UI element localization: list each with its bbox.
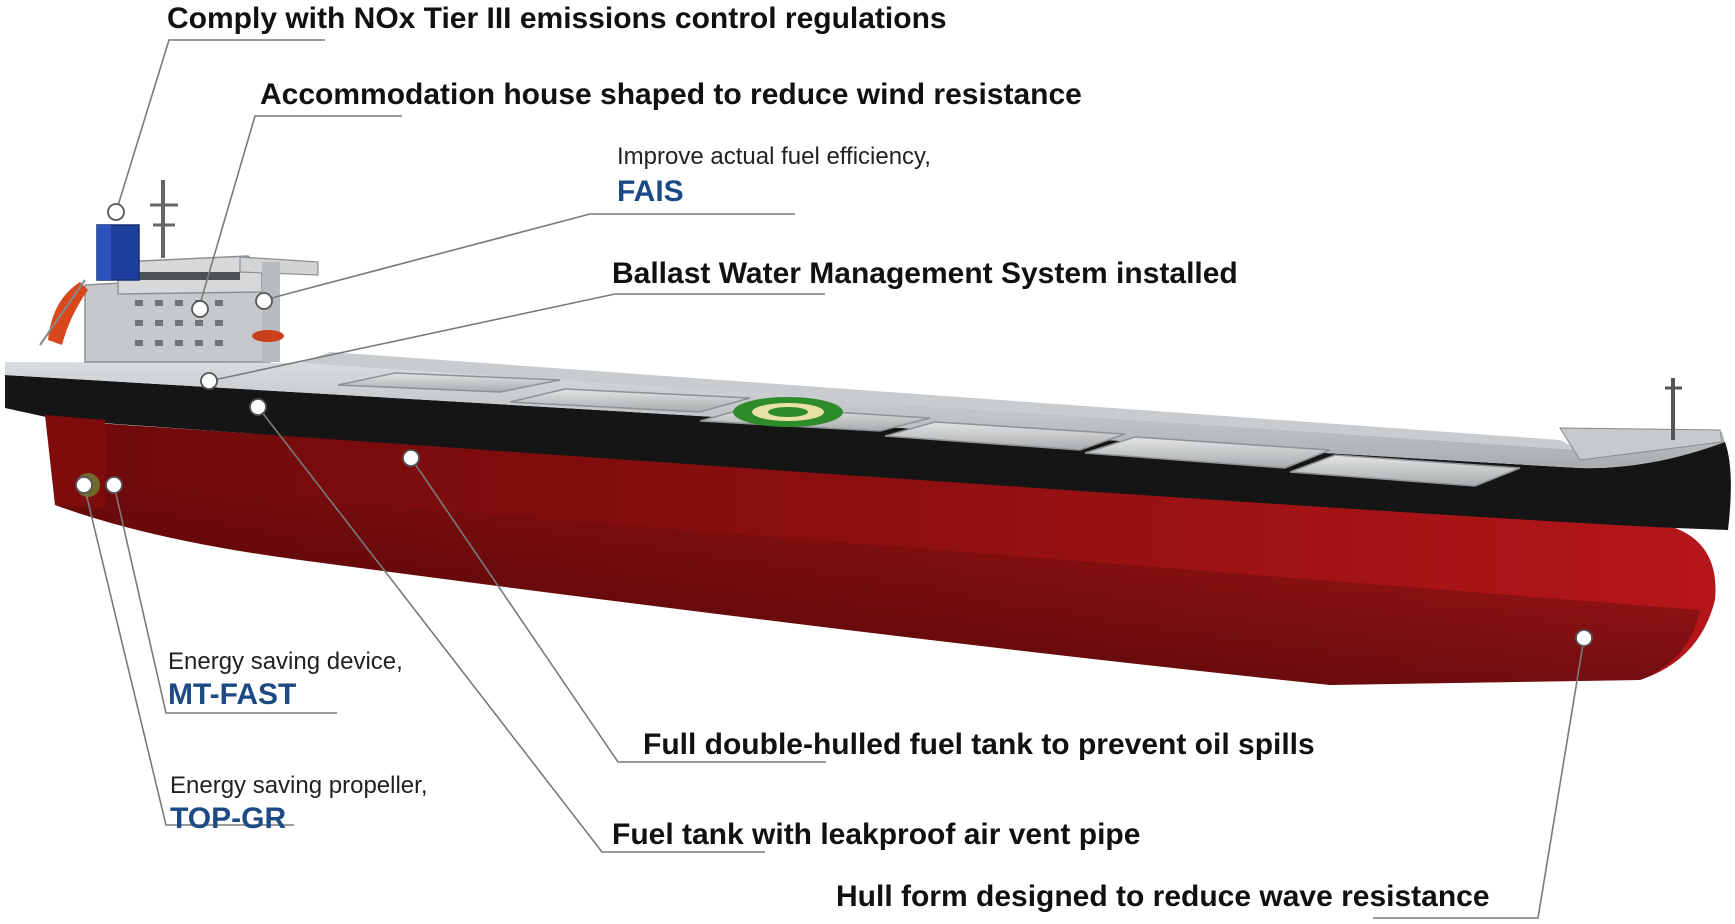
callout-ballast: Ballast Water Management System installe…	[612, 257, 1238, 290]
callout-hull-form: Hull form designed to reduce wave resist…	[836, 880, 1490, 913]
callout-topgr-name: TOP-GR	[170, 802, 287, 835]
callout-fais-prefix: Improve actual fuel efficiency,	[617, 143, 931, 170]
callout-markers	[75, 203, 1593, 647]
marker-fais	[255, 292, 273, 310]
hull-black	[5, 375, 1731, 530]
stern	[45, 415, 105, 508]
leader-lines	[83, 39, 1585, 919]
callout-accommodation: Accommodation house shaped to reduce win…	[260, 78, 1082, 111]
marker-accommodation	[191, 300, 209, 318]
hull-red-shade	[55, 480, 1700, 685]
marker-nox	[107, 203, 125, 221]
marker-topgr	[75, 476, 93, 494]
callout-mtfast-prefix: Energy saving device,	[168, 648, 403, 675]
marker-vent-pipe	[249, 398, 267, 416]
callout-mtfast-name: MT-FAST	[168, 678, 297, 711]
marker-hull-form	[1575, 629, 1593, 647]
rescue-boat	[252, 330, 284, 342]
marker-ballast	[200, 372, 218, 390]
callout-vent-pipe: Fuel tank with leakproof air vent pipe	[612, 818, 1141, 851]
lifeboat	[48, 282, 88, 345]
callout-double-hull: Full double-hulled fuel tank to prevent …	[643, 728, 1315, 761]
marker-mtfast	[105, 476, 123, 494]
forecastle	[1559, 427, 1723, 461]
callout-fais-name: FAIS	[617, 175, 684, 208]
marker-double-hull	[402, 449, 420, 467]
callout-topgr-prefix: Energy saving propeller,	[170, 772, 428, 799]
callout-nox: Comply with NOx Tier III emissions contr…	[167, 2, 947, 35]
